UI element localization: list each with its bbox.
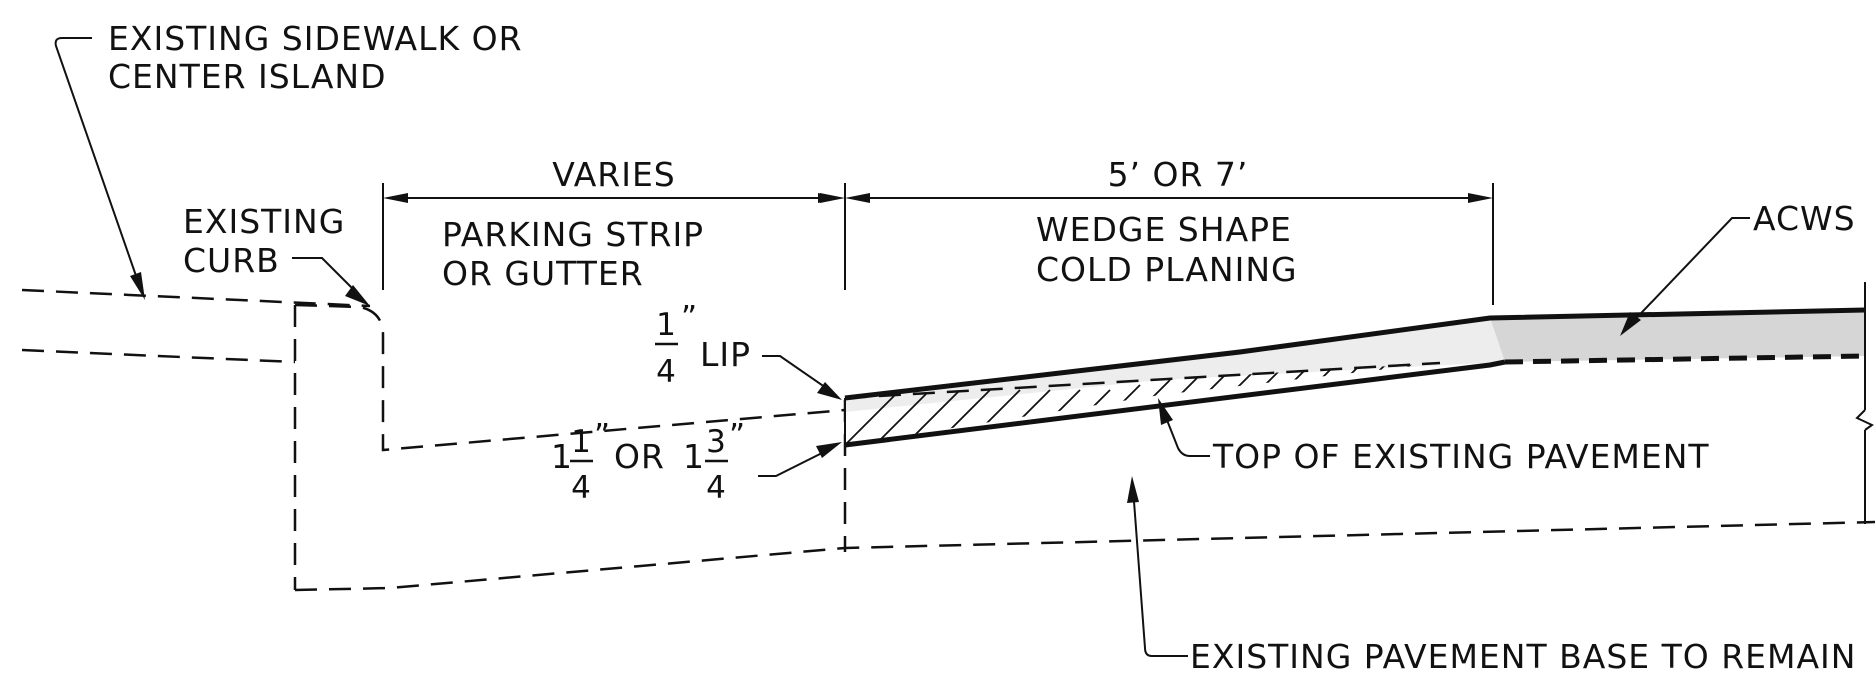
- lip-text: LIP: [700, 335, 751, 374]
- existing-pavement-top-right: [1504, 353, 1866, 365]
- curb-label-line2: CURB: [183, 241, 280, 280]
- sidewalk-leader-arrow: [130, 272, 145, 300]
- depth-inch-mark-1: ”: [594, 418, 610, 454]
- acws-leader-arrow: [1620, 312, 1641, 336]
- acws-label: ACWS: [1753, 199, 1856, 238]
- curb-base-line: [294, 520, 1875, 592]
- depth-whole-2: 1: [683, 437, 705, 476]
- parking-label-line1: PARKING STRIP: [442, 215, 704, 254]
- top-pavement-leader-arrow: [1158, 398, 1173, 425]
- width-arrow-right: [1468, 193, 1493, 203]
- curb-leader-arrow: [345, 285, 370, 306]
- depth-denominator-1: 4: [571, 470, 591, 506]
- lip-numerator: 1: [656, 307, 676, 343]
- sidewalk-label-line1: EXISTING SIDEWALK OR: [108, 19, 523, 58]
- depth-dimension-label: 1 1 4 ” OR 1 3 4 ”: [551, 418, 745, 506]
- base-leader: [1132, 487, 1188, 657]
- wedge-label-line2: COLD PLANING: [1036, 250, 1298, 289]
- curb-label-line1: EXISTING: [183, 202, 345, 241]
- varies-label: VARIES: [552, 155, 676, 194]
- width-label: 5’ OR 7’: [1108, 155, 1249, 194]
- top-pavement-leader: [1162, 409, 1210, 457]
- base-leader-arrow: [1127, 476, 1139, 503]
- planed-surface: [844, 359, 1506, 448]
- acws-leader: [1624, 217, 1750, 331]
- lip-dimension-label: 1 4 ” LIP: [655, 300, 751, 390]
- depth-numerator-2: 3: [706, 424, 726, 460]
- sidewalk-label-line2: CENTER ISLAND: [108, 57, 387, 96]
- lip-denominator: 4: [656, 354, 676, 390]
- lip-leader: [762, 355, 833, 393]
- acws-shading-taper: [845, 318, 1505, 412]
- width-arrow-left: [845, 193, 870, 203]
- break-line: [1855, 282, 1874, 524]
- existing-curb-outline: [294, 303, 846, 452]
- sidewalk-leader: [54, 37, 143, 294]
- sidewalk-bottom-line: [21, 348, 296, 364]
- depth-numerator-1: 1: [571, 424, 591, 460]
- depth-denominator-2: 4: [706, 470, 726, 506]
- parking-label-line2: OR GUTTER: [442, 254, 644, 293]
- acws-top-surface: [844, 307, 1866, 401]
- depth-whole-1: 1: [551, 437, 573, 476]
- depth-inch-mark-2: ”: [729, 418, 745, 454]
- sidewalk-surface-line: [21, 288, 371, 308]
- depth-leader-arrow: [816, 442, 842, 458]
- base-label: EXISTING PAVEMENT BASE TO REMAIN: [1190, 637, 1856, 674]
- varies-arrow-right: [820, 193, 845, 203]
- depth-or: OR: [614, 437, 665, 476]
- wedge-label-line1: WEDGE SHAPE: [1036, 210, 1292, 249]
- depth-leader: [758, 447, 833, 477]
- lip-inch-mark: ”: [681, 300, 697, 336]
- top-pavement-label: TOP OF EXISTING PAVEMENT: [1212, 437, 1710, 476]
- varies-arrow-left: [383, 193, 408, 203]
- curb-leader: [292, 257, 363, 299]
- lip-leader-arrow: [817, 382, 842, 400]
- acws-shading: [1490, 310, 1865, 362]
- existing-pavement-top-dashed: [844, 361, 1441, 400]
